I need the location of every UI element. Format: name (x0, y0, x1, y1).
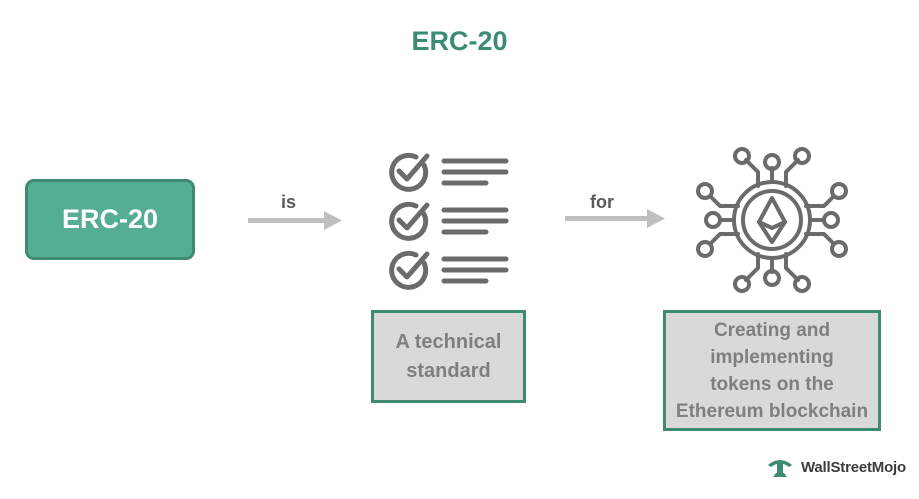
arrow-is (248, 211, 342, 230)
blockchain-caption-line-1: Creating and (713, 319, 831, 341)
arrow-for (565, 209, 665, 228)
blockchain-caption-line-4: Ethereum blockchain (675, 400, 869, 422)
checklist-caption-line-1: A technical (395, 330, 502, 353)
arrow-is-label: is (281, 192, 297, 212)
diagram-title: ERC-20 (411, 26, 508, 56)
checklist-caption-box: A technical standard (371, 310, 526, 403)
blockchain-caption-line-3: tokens on the (710, 373, 834, 395)
blockchain-caption-box: Creating and implementing tokens on the … (663, 310, 881, 431)
checklist-icon (389, 152, 509, 290)
brand-logo: WallStreetMojo (765, 452, 906, 482)
brand-name: WallStreetMojo (801, 458, 906, 476)
wallstreetmojo-logo (768, 460, 792, 477)
checklist-caption-line-2: standard (406, 359, 491, 382)
arrow-for-label: for (590, 192, 614, 212)
ethereum-network-icon (696, 147, 848, 293)
erc20-box-label: ERC-20 (61, 204, 159, 234)
erc20-box: ERC-20 (25, 179, 195, 260)
blockchain-caption-line-2: implementing (710, 346, 834, 368)
